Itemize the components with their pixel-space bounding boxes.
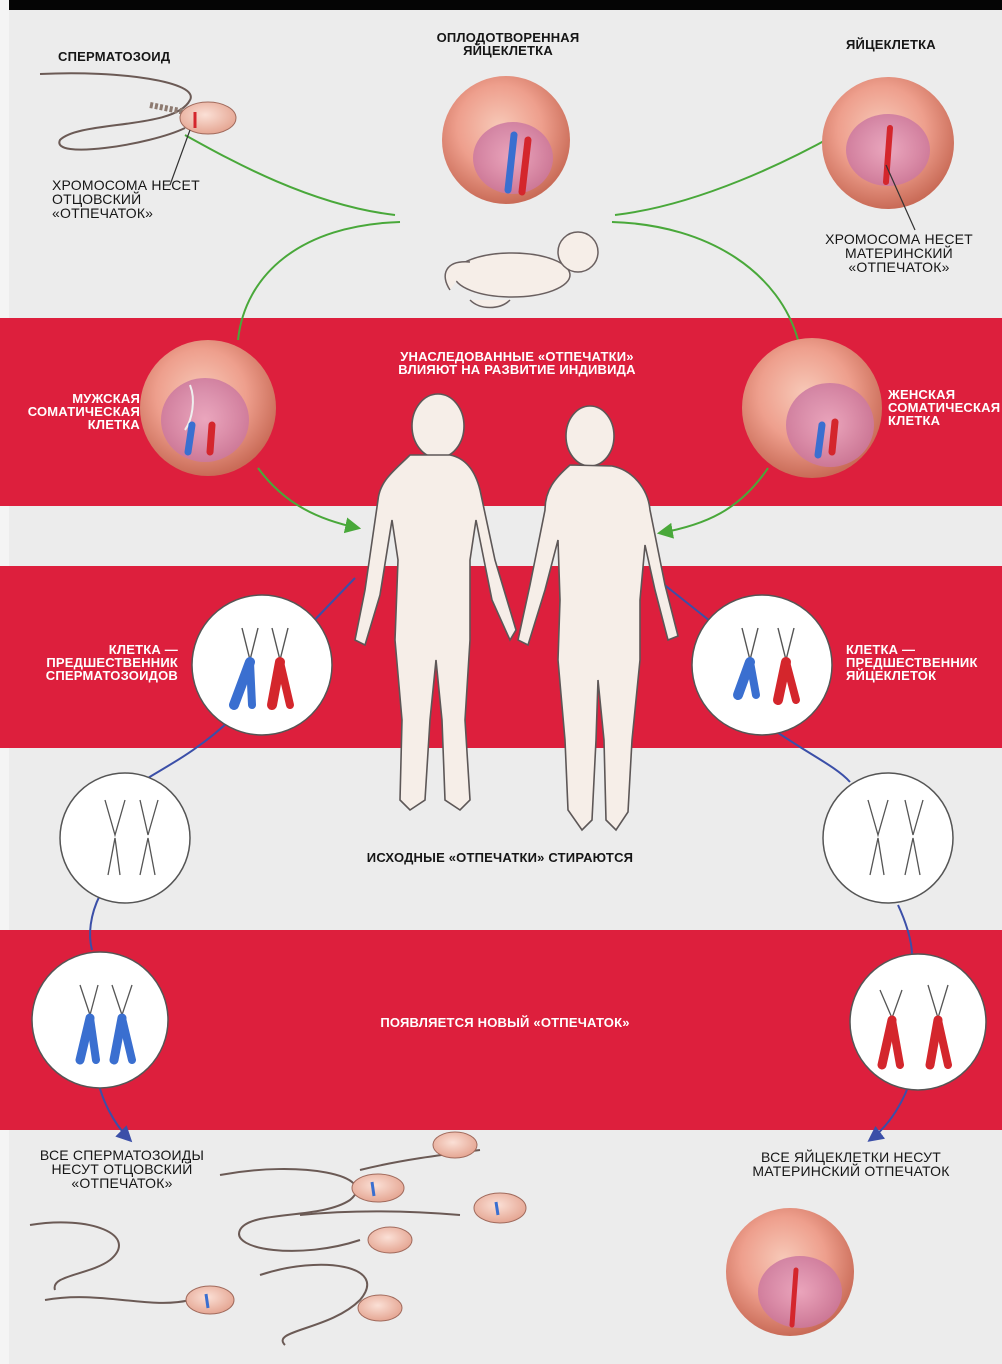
erased-cell-left [60,773,190,903]
woman-figure [518,406,678,830]
final-egg-cell [726,1208,854,1336]
baby-illustration [445,232,598,308]
man-figure [355,394,516,810]
label-all-sperm: ВСЕ СПЕРМАТОЗОИДЫ НЕСУТ ОТЦОВСКИЙ «ОТПЕЧ… [20,1148,224,1190]
label-inherited-imprints: УНАСЛЕДОВАННЫЕ «ОТПЕЧАТКИ» ВЛИЯЮТ НА РАЗ… [372,350,662,376]
label-new-imprint: ПОЯВЛЯЕТСЯ НОВЫЙ «ОТПЕЧАТОК» [350,1016,660,1029]
label-sperm: СПЕРМАТОЗОИД [58,50,170,63]
egg-cell [822,77,954,230]
sperm-cell [40,73,236,185]
label-male-somatic: МУЖСКАЯ СОМАТИЧЕСКАЯ КЛЕТКА [0,392,140,431]
fertilized-egg-cell [442,76,570,204]
label-fertilized-egg: ОПЛОДОТВОРЕННАЯ ЯЙЦЕКЛЕТКА [418,31,598,57]
egg-precursor-cell [692,595,832,735]
male-somatic-cell [140,340,276,476]
label-all-eggs: ВСЕ ЯЙЦЕКЛЕТКИ НЕСУТ МАТЕРИНСКИЙ ОТПЕЧАТ… [726,1150,976,1178]
label-paternal-chromosome: ХРОМОСОМА НЕСЕТ ОТЦОВСКИЙ «ОТПЕЧАТОК» [52,178,200,220]
label-female-somatic: ЖЕНСКАЯ СОМАТИЧЕСКАЯ КЛЕТКА [888,388,1002,427]
erased-cell-right [823,773,953,903]
label-sperm-precursor: КЛЕТКА — ПРЕДШЕСТВЕННИК СПЕРМАТОЗОИДОВ [40,643,178,682]
label-egg: ЯЙЦЕКЛЕТКА [846,38,936,51]
new-imprint-cell-paternal [32,952,168,1088]
sperm-precursor-cell [192,595,332,735]
new-imprint-cell-maternal [850,954,986,1090]
label-erased: ИСХОДНЫЕ «ОТПЕЧАТКИ» СТИРАЮТСЯ [330,851,670,864]
female-somatic-cell [742,338,882,478]
label-maternal-chromosome: ХРОМОСОМА НЕСЕТ МАТЕРИНСКИЙ «ОТПЕЧАТОК» [815,232,983,274]
label-egg-precursor: КЛЕТКА — ПРЕДШЕСТВЕННИК ЯЙЦЕКЛЕТОК [846,643,1002,682]
sperm-heads [186,1132,526,1321]
